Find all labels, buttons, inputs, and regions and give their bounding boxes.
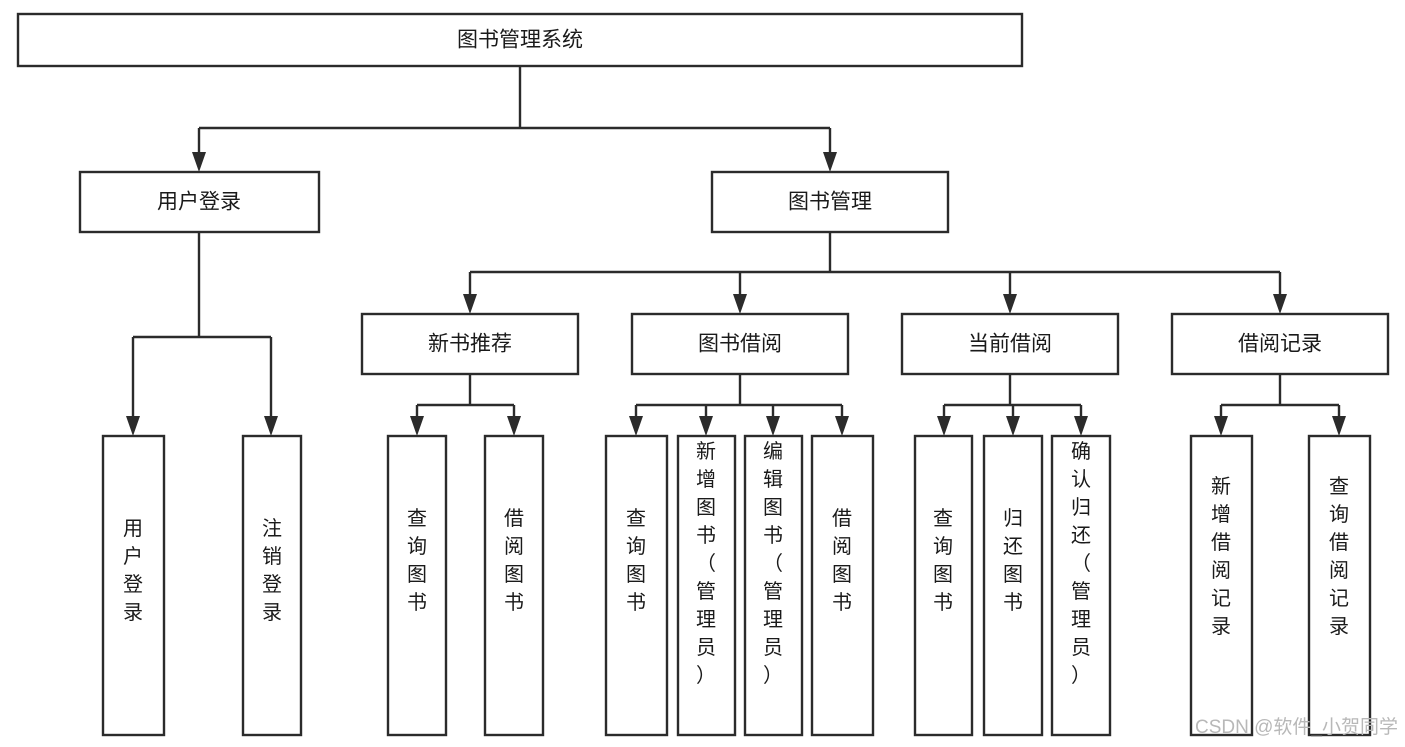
- arrow-userlogin-leaf-2: [264, 416, 278, 436]
- connector-layer: [126, 66, 1346, 436]
- leaf-new-book-1[interactable]: 查询图书: [386, 434, 448, 737]
- leaf-new-book-2[interactable]: 借阅图书: [483, 434, 545, 737]
- node-new-book-recommend-label: 新书推荐: [428, 333, 512, 356]
- node-current-borrow[interactable]: 当前借阅: [900, 312, 1120, 376]
- node-borrow-record-box[interactable]: [1170, 312, 1390, 376]
- leaf-book-borrow-3[interactable]: 编辑图书（管理员）: [743, 434, 804, 737]
- leaf-user-login-2[interactable]: 注销登录: [241, 434, 303, 737]
- node-book-management-label: 图书管理: [788, 191, 872, 214]
- leaf-current-borrow-2[interactable]: 归还图书: [982, 434, 1044, 737]
- arrow-current-leaf-1: [937, 416, 951, 436]
- node-current-borrow-box[interactable]: [900, 312, 1120, 376]
- leaf-user-login-1-box[interactable]: [101, 434, 166, 737]
- node-root-label: 图书管理系统: [457, 29, 583, 52]
- arrow-record-leaf-1: [1214, 416, 1228, 436]
- arrow-record-leaf-2: [1332, 416, 1346, 436]
- leaf-book-borrow-1[interactable]: 查询图书: [604, 434, 669, 737]
- leaf-borrow-record-1[interactable]: 新增借阅记录: [1189, 434, 1254, 737]
- leaf-book-borrow-3-box[interactable]: [743, 434, 804, 737]
- leaf-book-borrow-2-box[interactable]: [676, 434, 737, 737]
- leaf-book-borrow-2-label: 新增图书（管理员）: [696, 440, 716, 687]
- node-new-book-recommend-box[interactable]: [360, 312, 580, 376]
- leaf-new-book-1-box[interactable]: [386, 434, 448, 737]
- connector-root-to-level2: [197, 66, 832, 158]
- node-current-borrow-label: 当前借阅: [968, 333, 1052, 356]
- arrow-newbook-leaf-2: [507, 416, 521, 436]
- node-root-box[interactable]: [16, 12, 1024, 68]
- arrow-bookmanage-to-new-book: [463, 294, 477, 314]
- connector-userlogin-to-leaves: [131, 232, 273, 422]
- node-new-book-recommend[interactable]: 新书推荐: [360, 312, 580, 376]
- arrow-newbook-leaf-1: [410, 416, 424, 436]
- arrow-root-to-user-login: [192, 152, 206, 172]
- leaf-current-borrow-2-box[interactable]: [982, 434, 1044, 737]
- leaf-current-borrow-3-box[interactable]: [1050, 434, 1112, 737]
- node-user-login-box[interactable]: [78, 170, 321, 234]
- leaf-current-borrow-1-box[interactable]: [913, 434, 974, 737]
- leaf-new-book-2-box[interactable]: [483, 434, 545, 737]
- leaf-book-borrow-4-label: 借阅图书: [832, 507, 852, 614]
- node-borrow-record[interactable]: 借阅记录: [1170, 312, 1390, 376]
- arrow-bookmanage-to-record: [1273, 294, 1287, 314]
- leaf-new-book-2-label: 借阅图书: [504, 507, 524, 614]
- node-borrow-record-label: 借阅记录: [1238, 333, 1322, 356]
- leaf-borrow-record-2-box[interactable]: [1307, 434, 1372, 737]
- arrow-root-to-book-manage: [823, 152, 837, 172]
- node-book-management-box[interactable]: [710, 170, 950, 234]
- node-book-borrow-box[interactable]: [630, 312, 850, 376]
- node-book-management[interactable]: 图书管理: [710, 170, 950, 234]
- csdn-watermark: CSDN @软件_小贺同学: [1195, 716, 1398, 738]
- arrow-borrow-leaf-4: [835, 416, 849, 436]
- arrow-borrow-leaf-1: [629, 416, 643, 436]
- connector-borrow-to-leaves: [634, 374, 844, 422]
- node-user-login[interactable]: 用户登录: [78, 170, 321, 234]
- arrow-bookmanage-to-current: [1003, 294, 1017, 314]
- arrow-borrow-leaf-2: [699, 416, 713, 436]
- leaf-book-borrow-3-label: 编辑图书（管理员）: [763, 440, 783, 687]
- leaf-current-borrow-1[interactable]: 查询图书: [913, 434, 974, 737]
- arrow-current-leaf-2: [1006, 416, 1020, 436]
- leaf-book-borrow-4-box[interactable]: [810, 434, 875, 737]
- leaf-borrow-record-2-label: 查询借阅记录: [1329, 475, 1349, 638]
- leaf-user-login-1[interactable]: 用户登录: [101, 434, 166, 737]
- node-book-borrow-label: 图书借阅: [698, 333, 782, 356]
- connector-record-to-leaves: [1219, 374, 1341, 422]
- leaf-borrow-record-2[interactable]: 查询借阅记录: [1307, 434, 1372, 737]
- leaf-current-borrow-3-label: 确认归还（管理员）: [1071, 440, 1091, 687]
- leaf-book-borrow-1-box[interactable]: [604, 434, 669, 737]
- node-user-login-label: 用户登录: [157, 191, 241, 214]
- connector-bookmanage-to-level3: [468, 232, 1282, 300]
- leaf-user-login-2-label: 注销登录: [262, 517, 282, 624]
- leaf-borrow-record-1-label: 新增借阅记录: [1211, 475, 1231, 638]
- leaf-user-login-1-label: 用户登录: [123, 518, 143, 624]
- node-book-borrow[interactable]: 图书借阅: [630, 312, 850, 376]
- leaf-book-borrow-1-label: 查询图书: [626, 507, 646, 614]
- leaf-borrow-record-1-box[interactable]: [1189, 434, 1254, 737]
- arrow-bookmanage-to-borrow: [733, 294, 747, 314]
- leaf-book-borrow-2[interactable]: 新增图书（管理员）: [676, 434, 737, 737]
- leaf-current-borrow-1-label: 查询图书: [933, 507, 953, 614]
- leaf-current-borrow-3[interactable]: 确认归还（管理员）: [1050, 434, 1112, 737]
- connector-current-to-leaves: [942, 374, 1083, 422]
- leaf-new-book-1-label: 查询图书: [407, 507, 427, 614]
- leaf-user-login-2-box[interactable]: [241, 434, 303, 737]
- leaf-book-borrow-4[interactable]: 借阅图书: [810, 434, 875, 737]
- arrow-current-leaf-3: [1074, 416, 1088, 436]
- arrow-borrow-leaf-3: [766, 416, 780, 436]
- connector-newbook-to-leaves: [415, 374, 516, 422]
- node-root-system[interactable]: 图书管理系统: [16, 12, 1024, 68]
- arrow-userlogin-leaf-1: [126, 416, 140, 436]
- leaf-current-borrow-2-label: 归还图书: [1003, 507, 1023, 614]
